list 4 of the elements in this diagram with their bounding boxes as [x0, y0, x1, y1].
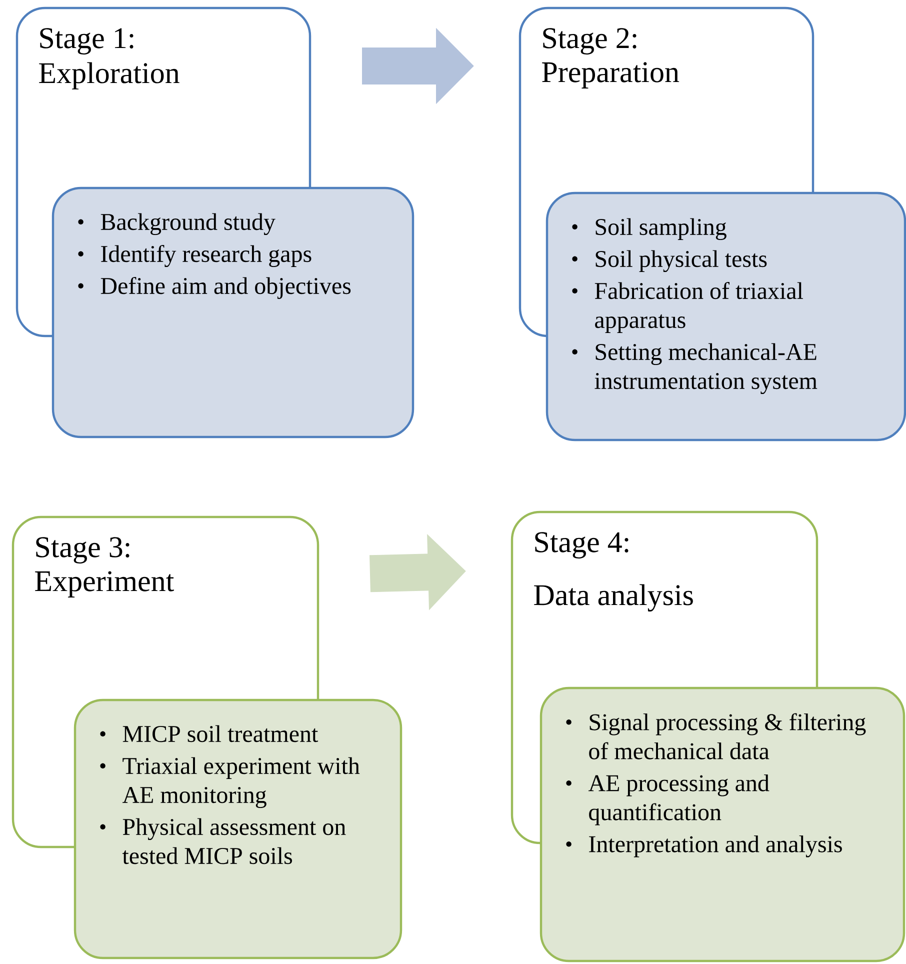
bullet-box: MICP soil treatment Triaxial experiment with AE monitoring Physical assessment on tested MICP soils	[74, 698, 402, 960]
bullet-box: Signal processing & filtering of mechanical data AE processing and quantification Interpretation and analysis	[540, 686, 906, 962]
bullet-box: Soil sampling Soil physical tests Fabrication of triaxial apparatus Setting mechanical-AE instrumentation system	[546, 192, 906, 442]
bullet-box: Background study Identify research gaps Define aim and objectives	[52, 186, 414, 438]
